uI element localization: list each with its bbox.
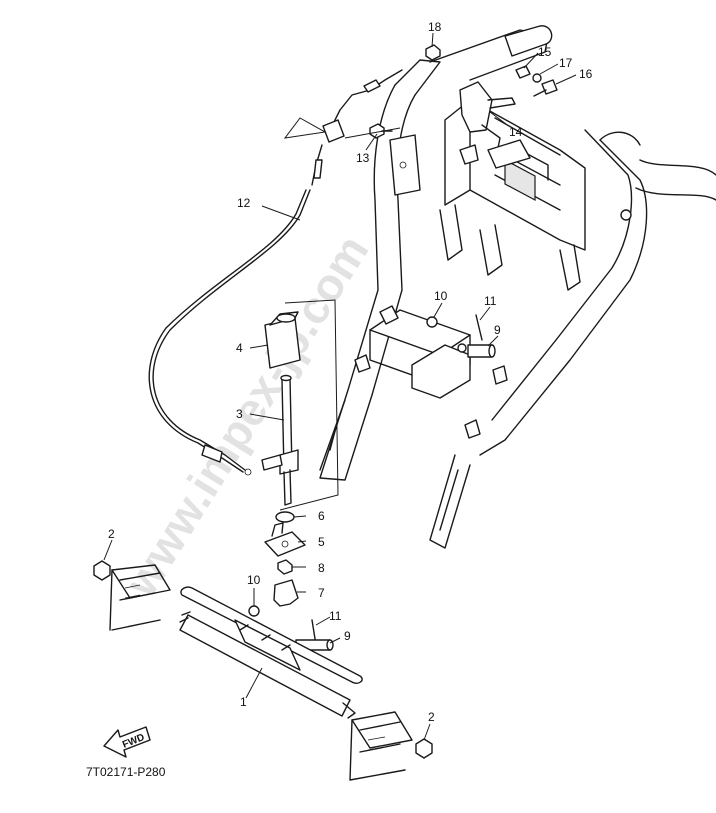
- callout-labels: 18 15 17 16 14 13 12 4 3 6 5 8 7 10 11 9…: [108, 20, 593, 724]
- callout-9-lower: 9: [344, 629, 351, 643]
- callout-14: 14: [509, 125, 523, 139]
- nut-18: [425, 44, 441, 61]
- fwd-arrow: FWD: [103, 726, 151, 758]
- callout-6: 6: [318, 509, 325, 523]
- callout-18: 18: [428, 20, 442, 34]
- callout-10-lower: 10: [247, 573, 261, 587]
- callout-3: 3: [236, 407, 243, 421]
- callout-16: 16: [579, 67, 593, 81]
- callout-12: 12: [237, 196, 251, 210]
- callout-2-right: 2: [428, 710, 435, 724]
- nut-8: [277, 559, 293, 575]
- callout-11-upper: 11: [484, 294, 497, 308]
- clevis-7: [273, 579, 299, 607]
- throttle-cable: [148, 69, 403, 476]
- callout-17: 17: [559, 56, 573, 70]
- bolt-16: [541, 79, 558, 95]
- lower-shaft: [93, 560, 433, 781]
- callout-15: 15: [538, 45, 552, 59]
- callout-5: 5: [318, 535, 325, 549]
- callout-10-upper: 10: [434, 289, 448, 303]
- shaft-1: [179, 614, 351, 717]
- pin-11-upper: [475, 314, 483, 341]
- bushing-6: [275, 511, 295, 523]
- nut-2-right: [415, 738, 433, 759]
- callout-13: 13: [356, 151, 370, 165]
- leader-lines: [103, 32, 577, 741]
- callout-7: 7: [318, 586, 325, 600]
- collar-15: [515, 65, 531, 79]
- frame: [319, 25, 716, 549]
- callout-11-lower: 11: [329, 609, 342, 623]
- callout-2-left: 2: [108, 527, 115, 541]
- nut-2-left: [93, 560, 111, 581]
- washer-17: [532, 73, 542, 83]
- hardware-upper: [369, 44, 558, 139]
- bolt-13: [369, 123, 385, 139]
- washer-10-lower: [248, 605, 260, 617]
- callout-8: 8: [318, 561, 325, 575]
- callout-1: 1: [240, 695, 247, 709]
- callout-4: 4: [236, 341, 243, 355]
- drawing-number: 7T02171-P280: [86, 765, 166, 779]
- washer-10-upper: [426, 316, 438, 328]
- plate-5: [264, 531, 306, 557]
- callout-9-upper: 9: [494, 323, 501, 337]
